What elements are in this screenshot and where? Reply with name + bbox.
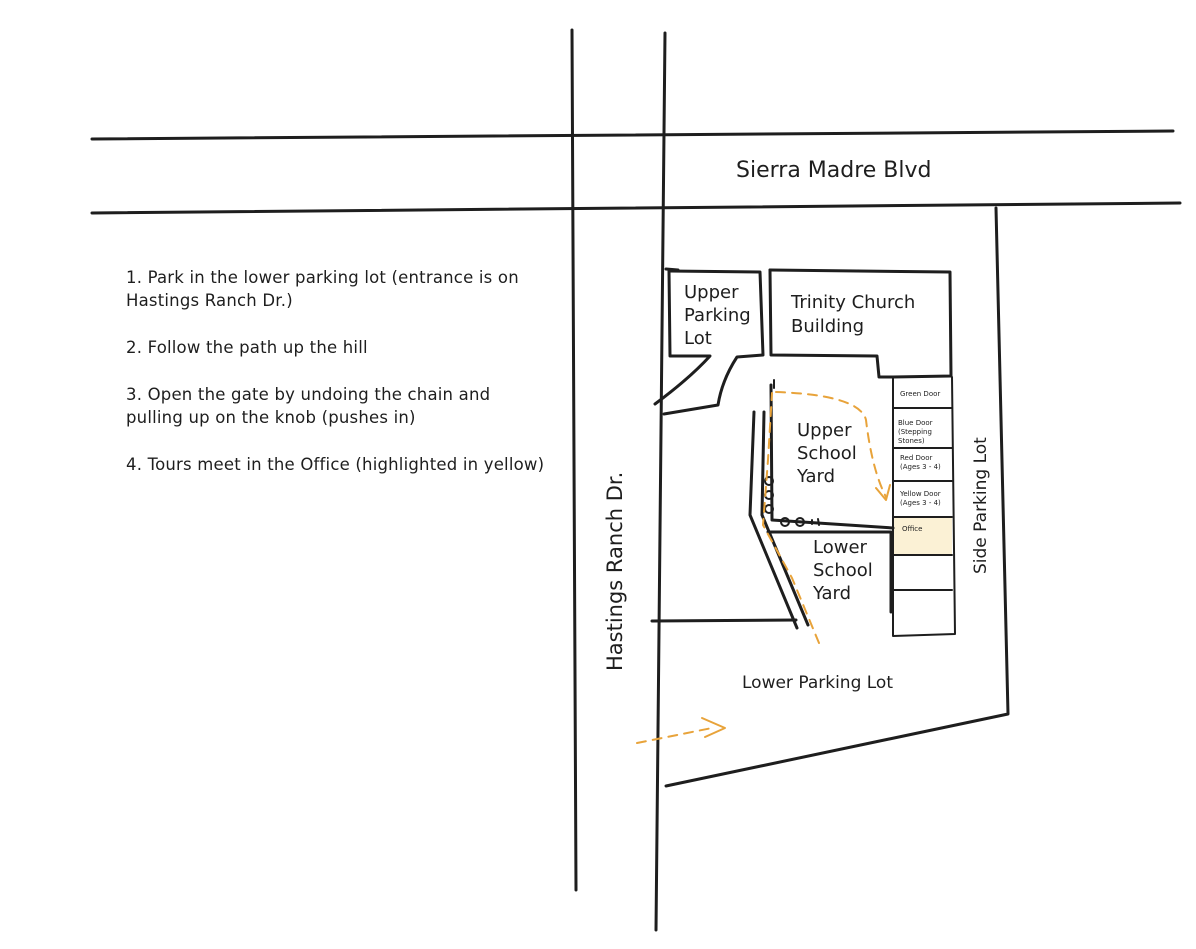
hill-path: [748, 410, 810, 630]
hastings-ranch-label: Hastings Ranch Dr.: [603, 472, 627, 671]
instruction-step-4: 4. Tours meet in the Office (highlighted…: [126, 455, 545, 474]
classroom-column: [892, 376, 956, 637]
instruction-step-2: 2. Follow the path up the hill: [126, 338, 368, 357]
church-building: [768, 268, 953, 379]
upper-parking-label: Upper Parking Lot: [684, 282, 756, 349]
instruction-step-1: 1. Park in the lower parking lot (entran…: [126, 268, 519, 310]
office-label: Office: [902, 525, 922, 533]
church-label: Trinity Church Building: [790, 292, 921, 337]
upper-yard-label: Upper School Yard: [796, 420, 863, 487]
hastings-ranch-road: [570, 28, 667, 932]
walking-route: [636, 391, 891, 744]
yellow-door-label: Yellow Door (Ages 3 - 4): [899, 490, 943, 507]
red-door-label: Red Door (Ages 3 - 4): [900, 454, 941, 471]
lower-school-yard: [650, 530, 893, 623]
instructions-list: 1. Park in the lower parking lot (entran…: [126, 266, 546, 500]
office-highlight: [893, 517, 952, 555]
upper-parking-lot: [653, 269, 765, 416]
lower-parking-label: Lower Parking Lot: [742, 673, 893, 693]
instruction-step-3: 3. Open the gate by undoing the chain an…: [126, 385, 491, 427]
green-door-label: Green Door: [900, 390, 940, 398]
blue-door-label: Blue Door (Stepping Stones): [898, 419, 935, 445]
lower-yard-label: Lower School Yard: [812, 537, 879, 604]
sierra-madre-label: Sierra Madre Blvd: [736, 158, 932, 183]
sierra-madre-road: [90, 129, 1182, 215]
side-parking-label: Side Parking Lot: [971, 437, 991, 574]
